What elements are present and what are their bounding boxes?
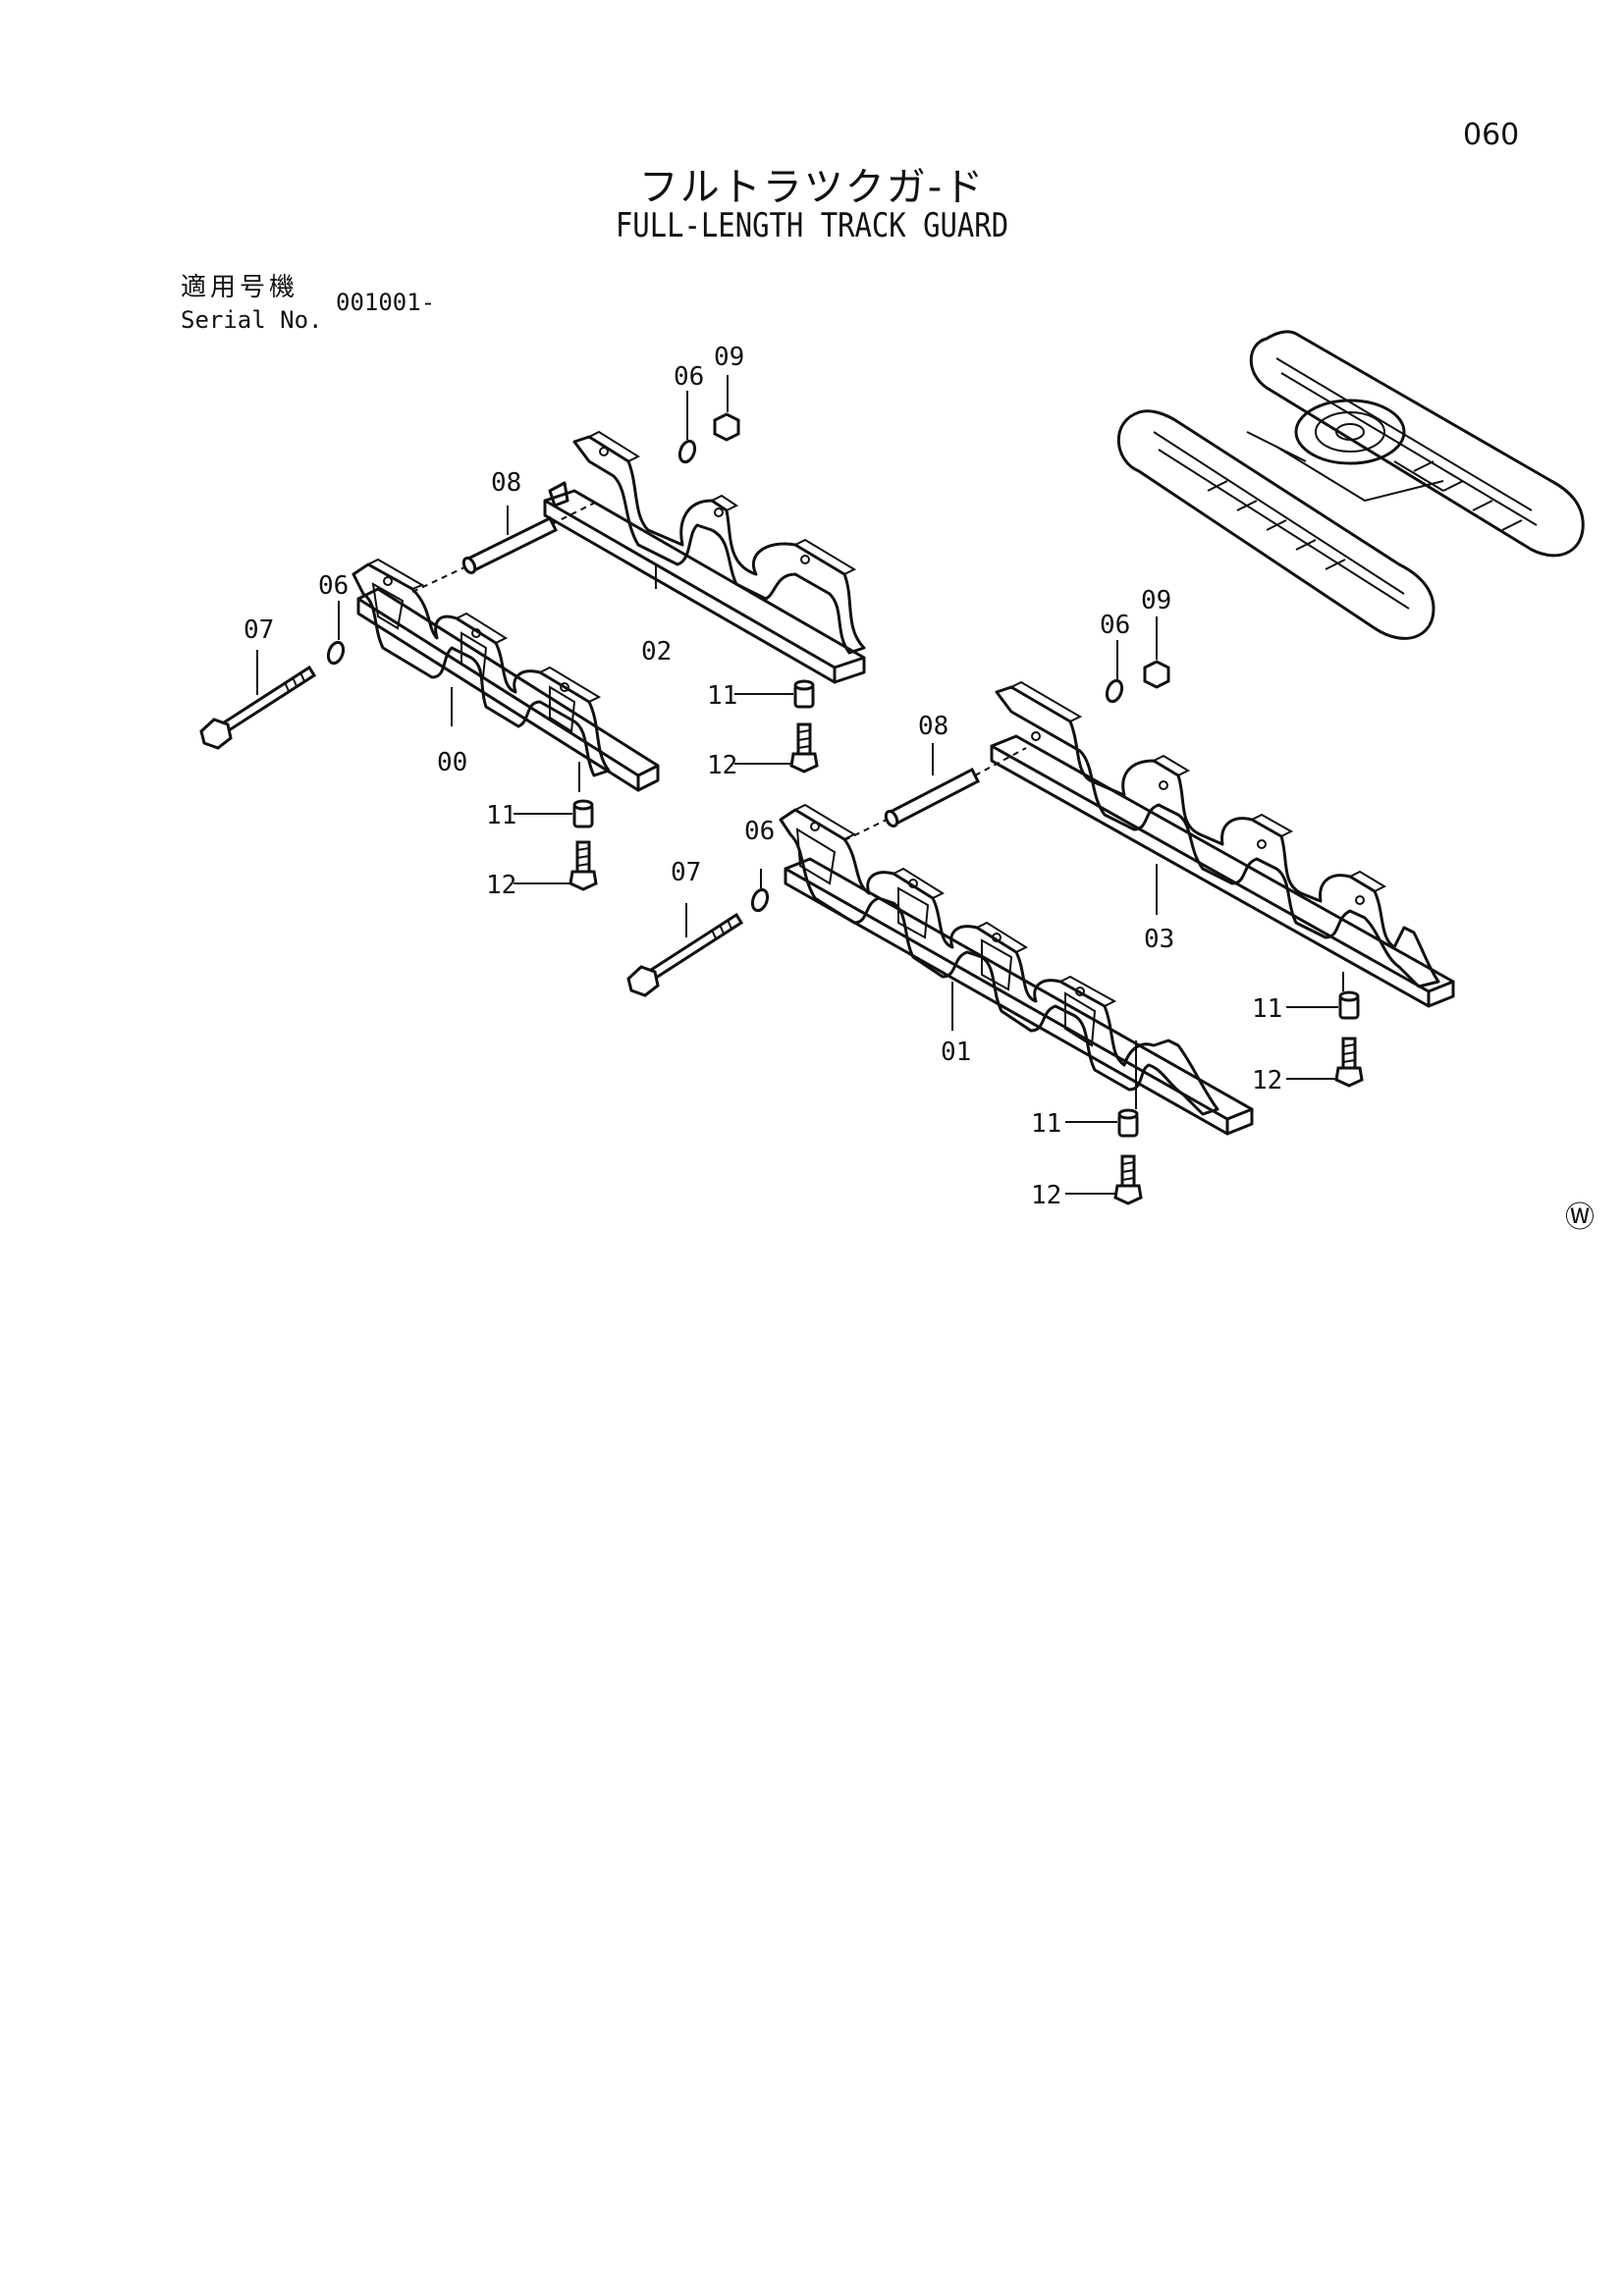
callout-08: 08: [918, 712, 948, 741]
spacer-11-b: [572, 799, 594, 828]
pin-08-lower: [843, 747, 1027, 841]
w-mark-icon: Ⓦ: [1565, 1201, 1595, 1235]
track-guard-part-00: [352, 558, 660, 792]
bolt-07-right: [626, 912, 744, 997]
track-guard-part-02: [543, 430, 866, 684]
callout-11: 11: [707, 681, 737, 711]
callout-11: 11: [486, 801, 516, 830]
callout-06: 06: [674, 362, 704, 392]
callout-11: 11: [1252, 994, 1282, 1024]
callout-09: 09: [1141, 586, 1171, 615]
spacer-11-c: [1338, 990, 1360, 1020]
leader-lines: [256, 375, 1344, 1195]
screw-12-d: [1113, 1154, 1143, 1205]
page-number: 060: [1463, 118, 1520, 152]
callout-07: 07: [671, 858, 701, 887]
undercarriage-thumbnail: [1116, 330, 1585, 640]
screw-12-c: [1334, 1037, 1364, 1088]
screw-12-b: [568, 840, 598, 891]
track-guard-part-01: [779, 803, 1254, 1136]
serial-label-japanese: 適用号機: [181, 273, 299, 302]
washer-06-b: [326, 640, 346, 666]
callout-11: 11: [1031, 1109, 1061, 1139]
callout-12: 12: [707, 751, 737, 780]
washer-06-d: [750, 887, 770, 913]
callout-03: 03: [1144, 925, 1174, 954]
callout-09: 09: [714, 343, 744, 372]
title-english: FULL-LENGTH TRACK GUARD: [615, 206, 1009, 245]
callout-06: 06: [318, 571, 349, 601]
serial-value: 001001-: [336, 289, 436, 316]
callout-06: 06: [1100, 611, 1130, 640]
bolt-07-left: [199, 665, 317, 750]
washer-06-c: [1105, 678, 1124, 704]
callout-06: 06: [744, 817, 775, 846]
title-japanese: フルトラツクガ-ド: [638, 165, 986, 210]
serial-label-english: Serial No.: [181, 306, 323, 334]
washer-06-a: [677, 439, 697, 464]
track-guard-part-03: [990, 680, 1455, 1008]
callout-08: 08: [491, 468, 521, 498]
callout-01: 01: [941, 1038, 971, 1067]
callout-07: 07: [244, 615, 274, 645]
spacer-11-a: [793, 679, 815, 709]
pin-08-upper: [411, 500, 600, 593]
nut-09-b: [1143, 660, 1170, 689]
spacer-11-d: [1117, 1108, 1139, 1138]
callout-12: 12: [1252, 1066, 1282, 1095]
callout-02: 02: [641, 637, 672, 667]
screw-12-a: [789, 722, 819, 774]
callout-12: 12: [1031, 1181, 1061, 1210]
callout-12: 12: [486, 871, 516, 900]
nut-09-a: [713, 412, 740, 442]
callout-00: 00: [437, 748, 467, 777]
